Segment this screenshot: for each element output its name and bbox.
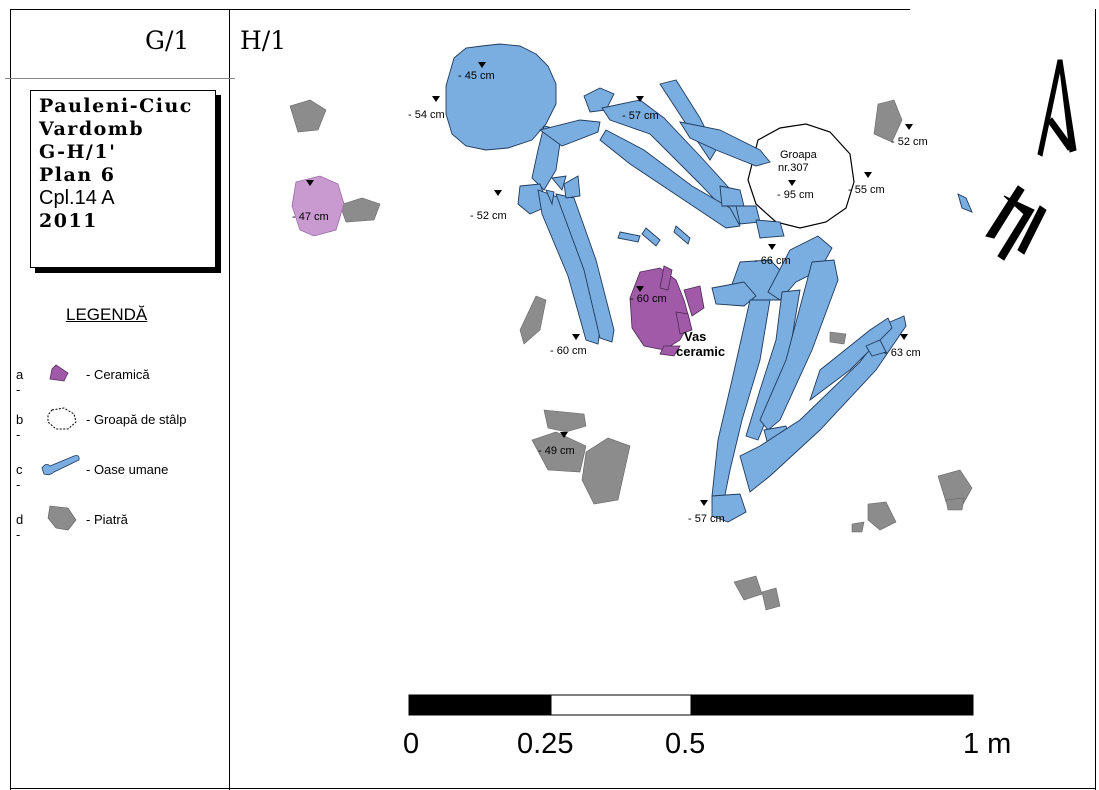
scale-bar	[408, 694, 974, 716]
stone	[873, 99, 903, 143]
stone	[733, 575, 763, 601]
pit-label-line2: nr.307	[778, 162, 809, 174]
legend-title: LEGENDĂ	[66, 305, 148, 324]
stones	[289, 99, 973, 611]
ceramic-icon	[49, 364, 69, 382]
elevation-label: - 49 cm	[538, 445, 575, 457]
legend-letter: b -	[16, 412, 24, 442]
elevation-label: - 55 cm	[848, 184, 885, 196]
legend-letter: c -	[16, 462, 23, 492]
legend-label: - Groapă de stâlp	[86, 412, 187, 427]
elevation-label: - 45 cm	[458, 70, 495, 82]
frame-top-border	[10, 9, 910, 10]
legend-letter: d -	[16, 512, 24, 542]
pit-307	[747, 123, 855, 229]
pit-label-line1: Groapa	[780, 149, 818, 161]
grid-tick-line	[5, 78, 235, 79]
stone	[851, 521, 865, 533]
elevation-label: - 60 cm	[630, 293, 667, 305]
complex-id: Cpl.14 A	[39, 187, 115, 209]
elevation-markers	[306, 62, 913, 506]
stone	[761, 587, 781, 611]
elevation-label: - 57 cm	[622, 110, 659, 122]
stone	[531, 431, 587, 473]
legend-letter: a -	[16, 367, 24, 397]
stone	[543, 409, 587, 433]
elevation-label: - 47 cm	[292, 211, 329, 223]
site-locality: Vardomb	[39, 118, 145, 140]
north-arrow-icon	[985, 59, 1077, 261]
elevation-label: - 95 cm	[777, 189, 814, 201]
vessel-label-line2: ceramic	[676, 344, 725, 359]
bone-icon	[41, 455, 80, 476]
vessel-label-line1: Vas	[684, 329, 706, 344]
site-square: G-H/1'	[39, 141, 117, 163]
site-info-box: Pauleni-Ciuc Vardomb G-H/1' Plan 6 Cpl.1…	[30, 90, 216, 268]
stone	[519, 295, 547, 345]
stone	[945, 497, 965, 511]
elevation-label: - 60 cm	[550, 345, 587, 357]
stone	[581, 437, 631, 505]
ceramic-vessel	[629, 265, 705, 357]
scale-label-0: 0	[403, 728, 420, 760]
frame-bottom-border	[10, 788, 1096, 789]
site-name: Pauleni-Ciuc	[39, 95, 193, 117]
year: 2011	[39, 210, 98, 232]
stone-icon	[47, 505, 77, 531]
scale-label-1m: 1 m	[963, 728, 1012, 760]
elevation-label: - 52 cm	[891, 136, 928, 148]
elevation-labels: - 45 cm - 54 cm - 57 cm - 52 cm - 47 cm …	[292, 70, 928, 525]
scale-label-05: 0.5	[665, 728, 706, 760]
ceramic-fragment-47	[291, 175, 345, 237]
grid-divider	[229, 9, 230, 790]
elevation-label: - 63 cm	[884, 347, 921, 359]
human-bones	[445, 43, 973, 523]
stone	[867, 501, 897, 531]
stone	[829, 331, 847, 345]
elevation-label: - 66 cm	[754, 255, 791, 267]
posthole-icon	[47, 407, 77, 430]
grid-label-h1: H/1	[240, 26, 287, 55]
frame-left-border	[10, 9, 11, 790]
scale-label-025: 0.25	[517, 728, 574, 760]
stone	[289, 99, 327, 133]
grid-label-g1: G/1	[145, 26, 190, 55]
elevation-label: - 57 cm	[688, 513, 725, 525]
elevation-label: - 54 cm	[408, 109, 445, 121]
frame-right-border	[1095, 9, 1096, 790]
elevation-label: - 52 cm	[470, 210, 507, 222]
legend-label: - Oase umane	[86, 462, 169, 477]
plan-number: Plan 6	[39, 164, 116, 186]
legend-label: - Ceramică	[86, 367, 150, 382]
stone	[937, 469, 973, 507]
legend-label: - Piatră	[86, 512, 128, 527]
stone	[339, 197, 381, 223]
